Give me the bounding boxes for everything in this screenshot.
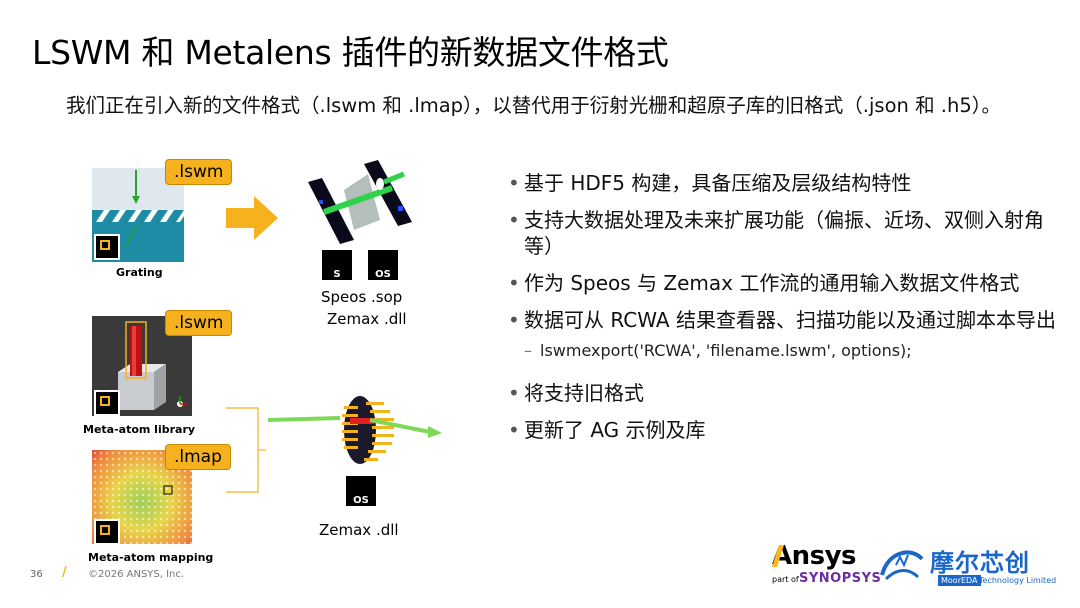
speos-s-icon: S: [322, 250, 352, 280]
speos-label: Speos .sop: [321, 288, 403, 306]
moor-swirl-icon: [880, 550, 924, 581]
app-icon: [94, 234, 120, 260]
tech-label: Technology Limited: [979, 576, 1057, 585]
zemax-label: Zemax .dll: [319, 521, 399, 539]
opticstudio-icon: OS: [346, 476, 376, 506]
app-icon: [94, 390, 120, 416]
copyright: ©2026 ANSYS, Inc.: [88, 569, 185, 580]
mapping-caption: Meta-atom mapping: [88, 551, 214, 564]
moor-wordmark: 摩尔芯创: [930, 549, 1030, 577]
code-example: lswmexport('RCWA', 'filename.lswm', opti…: [508, 340, 1073, 362]
lmap-tag: .lmap: [165, 444, 231, 470]
footer-slash-icon: /: [62, 565, 67, 580]
ansys-logo: Ansys part of SYNOPSYS: [772, 541, 881, 593]
list-item: 将支持旧格式: [508, 380, 1073, 406]
feature-list: 基于 HDF5 构建，具备压缩及层级结构特性 支持大数据处理及未来扩展功能（偏振…: [508, 170, 1073, 454]
ansys-wordmark: Ansys: [772, 541, 857, 571]
arrow-right-icon: [226, 196, 278, 240]
list-item: 支持大数据处理及未来扩展功能（偏振、近场、双侧入射角等）: [508, 207, 1073, 259]
grating-caption: Grating: [116, 266, 163, 279]
lswm-tag: .lswm: [165, 310, 233, 336]
zemax-label: Zemax .dll: [327, 310, 407, 328]
list-item: 更新了 AG 示例及库: [508, 417, 1073, 443]
list-item: 数据可从 RCWA 结果查看器、扫描功能以及通过脚本本导出: [508, 307, 1073, 333]
opticstudio-icon: OS: [368, 250, 398, 280]
moor-logo: 摩尔芯创 MoorEDA Technology Limited: [878, 543, 1058, 591]
zemax-lens-scene: [267, 396, 442, 464]
app-icon: [94, 519, 120, 545]
slide-title: LSWM 和 Metalens 插件的新数据文件格式: [32, 33, 669, 72]
intro-paragraph: 我们正在引入新的文件格式（.lswm 和 .lmap），以替代用于衍射光栅和超原…: [66, 94, 1001, 117]
bracket-connector: [226, 407, 266, 493]
lswm-tag: .lswm: [165, 159, 233, 185]
library-caption: Meta-atom library: [83, 423, 196, 436]
synopsys-wordmark: SYNOPSYS: [799, 571, 882, 586]
part-of-label: part of: [772, 575, 799, 584]
list-item: 作为 Speos 与 Zemax 工作流的通用输入数据文件格式: [508, 270, 1073, 296]
mooreda-label: MoorEDA: [938, 575, 981, 586]
ansys-mark-icon: [772, 545, 784, 567]
page-number: 36: [30, 569, 43, 580]
speos-scene: [308, 160, 412, 244]
list-item: 基于 HDF5 构建，具备压缩及层级结构特性: [508, 170, 1073, 196]
